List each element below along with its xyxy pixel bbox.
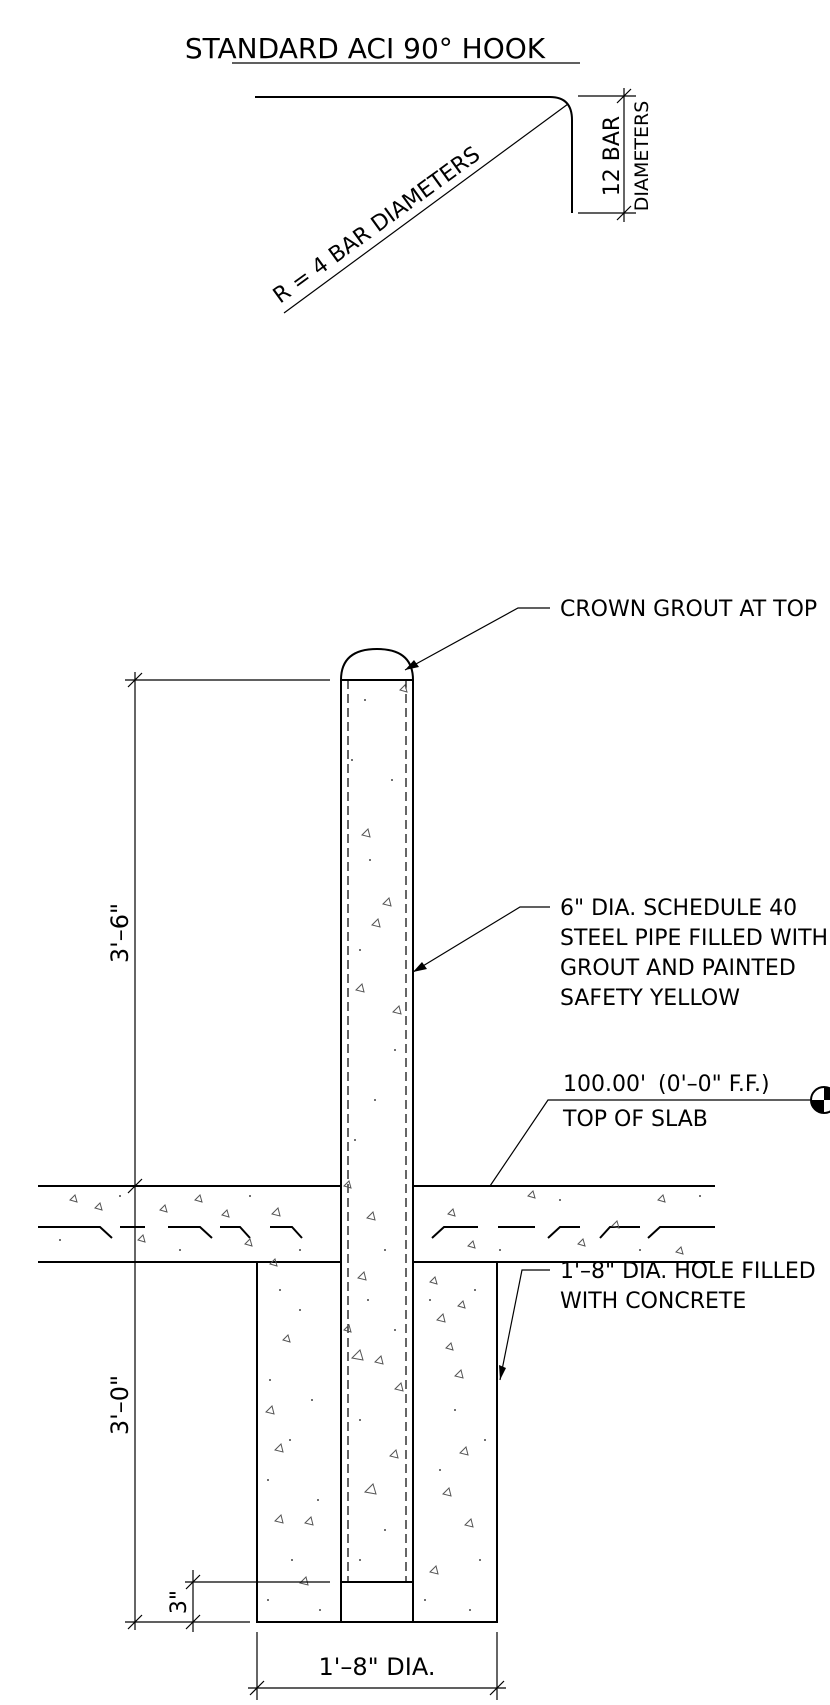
tick-slab — [127, 1178, 143, 1194]
pipe-leader — [412, 906, 550, 973]
pipe-note-line-2: STEEL PIPE FILLED WITH — [560, 926, 828, 951]
hook-bar — [255, 96, 573, 213]
hole-arrowhead — [499, 1365, 506, 1380]
hook-title: STANDARD ACI 90° HOOK — [185, 32, 546, 65]
hole-note-line-2: WITH CONCRETE — [560, 1289, 746, 1314]
crown-note: CROWN GROUT AT TOP — [560, 597, 817, 622]
slab-rebar — [38, 1226, 715, 1239]
hole-note-line-1: 1'–8" DIA. HOLE FILLED — [560, 1259, 816, 1284]
elevation-value: 100.00' — [563, 1072, 646, 1097]
pipe-note-line-3: GROUT AND PAINTED — [560, 956, 796, 981]
pipe-note-line-1: 6" DIA. SCHEDULE 40 — [560, 896, 797, 921]
ext-dim-tick-bot — [616, 205, 632, 221]
width-tick-left — [249, 1680, 265, 1696]
hole-leader — [499, 1269, 550, 1381]
dim-bottom-label: 3" — [167, 1590, 192, 1614]
crown-leader — [404, 607, 550, 671]
width-tick-right — [489, 1680, 505, 1696]
ext-label-line-2: DIAMETERS — [631, 101, 653, 212]
bollard-detail: CROWN GROUT AT TOP 6" DIA. SCHEDULE 40 S… — [38, 597, 830, 1700]
hook-detail: STANDARD ACI 90° HOOK R = 4 BAR DIAMETER… — [185, 32, 653, 314]
concrete-footing — [256, 1262, 498, 1623]
elevation-ff: (0'–0" F.F.) — [658, 1072, 770, 1097]
crown-arrowhead — [405, 660, 419, 670]
ext-label-line-1: 12 BAR — [600, 116, 625, 196]
dim-above-label: 3'–6" — [106, 903, 134, 963]
radius-leader — [283, 103, 569, 314]
elevation-label: TOP OF SLAB — [562, 1107, 708, 1132]
tick-top — [127, 672, 143, 688]
pipe-note-line-4: SAFETY YELLOW — [560, 986, 740, 1011]
elevation-target-icon — [810, 1086, 830, 1114]
radius-label: R = 4 BAR DIAMETERS — [269, 142, 485, 309]
dim-3in-tick-bot — [185, 1614, 201, 1630]
tick-bottom — [127, 1614, 143, 1630]
steel-pipe — [340, 647, 414, 1622]
pipe-arrowhead — [413, 962, 427, 972]
elevation-leader — [489, 1099, 810, 1187]
concrete-hatch — [69, 684, 684, 1586]
dim-below-label: 3'–0" — [106, 1375, 134, 1435]
dim-3in-tick-top — [185, 1574, 201, 1590]
concrete-stipple — [59, 699, 701, 1611]
ext-dim-tick-top — [616, 88, 632, 104]
dim-width-label: 1'–8" DIA. — [319, 1653, 436, 1681]
